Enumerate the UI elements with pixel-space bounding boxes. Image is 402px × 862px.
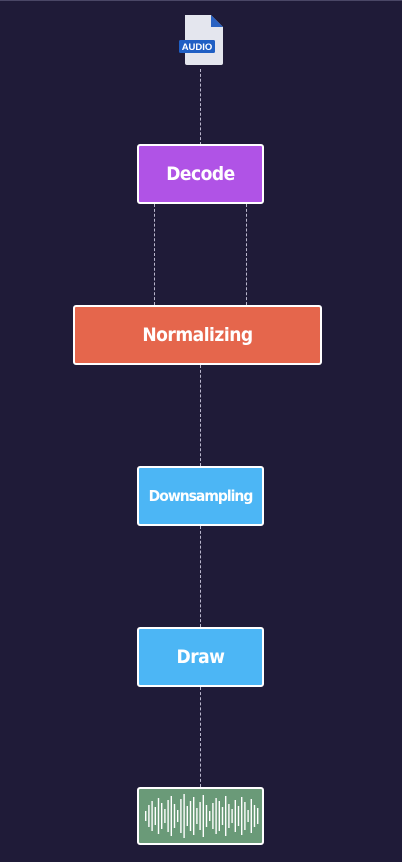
normalizing-label: Normalizing — [142, 324, 253, 346]
decode-label: Decode — [166, 163, 235, 185]
waveform-bar — [177, 810, 179, 822]
draw-label: Draw — [176, 646, 225, 668]
connector-downsampling-draw — [200, 526, 201, 627]
normalizing-step: Normalizing — [73, 305, 322, 365]
downsampling-step: Downsampling — [137, 466, 264, 526]
waveform-bar — [167, 800, 169, 832]
waveform-bar — [170, 796, 172, 836]
file-badge — [179, 40, 215, 53]
waveform-bar — [215, 798, 217, 834]
waveform-bar — [228, 804, 230, 828]
waveform-bar — [247, 810, 249, 822]
waveform-bar — [205, 805, 208, 827]
decode-step: Decode — [137, 144, 264, 204]
waveform-bar — [145, 811, 147, 821]
waveform-bar — [151, 801, 153, 831]
waveform-bar — [193, 797, 195, 835]
connector-normalizing-downsampling — [200, 365, 201, 466]
waveform-bar — [148, 805, 150, 827]
connector-draw-output — [200, 687, 201, 787]
waveform-bar — [186, 806, 188, 826]
waveform-bar — [218, 801, 220, 831]
waveform-bar — [154, 807, 156, 825]
waveform-bar — [244, 802, 246, 830]
connector-decode-normalizing-right — [246, 204, 247, 305]
waveform-output — [137, 787, 264, 845]
waveform-bar — [202, 795, 204, 837]
waveform-bar — [196, 808, 198, 824]
waveform-bar — [180, 799, 182, 833]
connector-audio-decode — [200, 69, 201, 145]
waveform-bar — [231, 809, 233, 823]
waveform-bar — [199, 802, 201, 830]
waveform-bar — [225, 796, 227, 836]
waveform-bar — [183, 794, 185, 838]
waveform-bar — [161, 803, 163, 829]
waveform-bar — [209, 811, 211, 821]
waveform-bar — [237, 806, 240, 826]
waveform-bar — [253, 805, 256, 827]
waveform-bar — [250, 799, 252, 833]
waveform-bar — [164, 809, 166, 823]
waveform-bar — [221, 807, 224, 825]
waveform-bar — [157, 798, 160, 834]
waveform-bar — [257, 808, 259, 824]
audio-file-icon: AUDIO — [179, 15, 223, 65]
draw-step: Draw — [137, 627, 264, 687]
waveform-bar — [234, 800, 236, 832]
connector-decode-normalizing-left — [154, 204, 155, 305]
waveform-bar — [241, 797, 243, 835]
waveform-bar — [189, 801, 192, 831]
waveform-bar — [173, 804, 176, 828]
waveform-bar — [212, 803, 214, 829]
file-badge-label: AUDIO — [182, 42, 213, 53]
file-fold-shape — [211, 15, 223, 27]
waveform-icon — [145, 794, 259, 838]
downsampling-label: Downsampling — [148, 487, 254, 505]
